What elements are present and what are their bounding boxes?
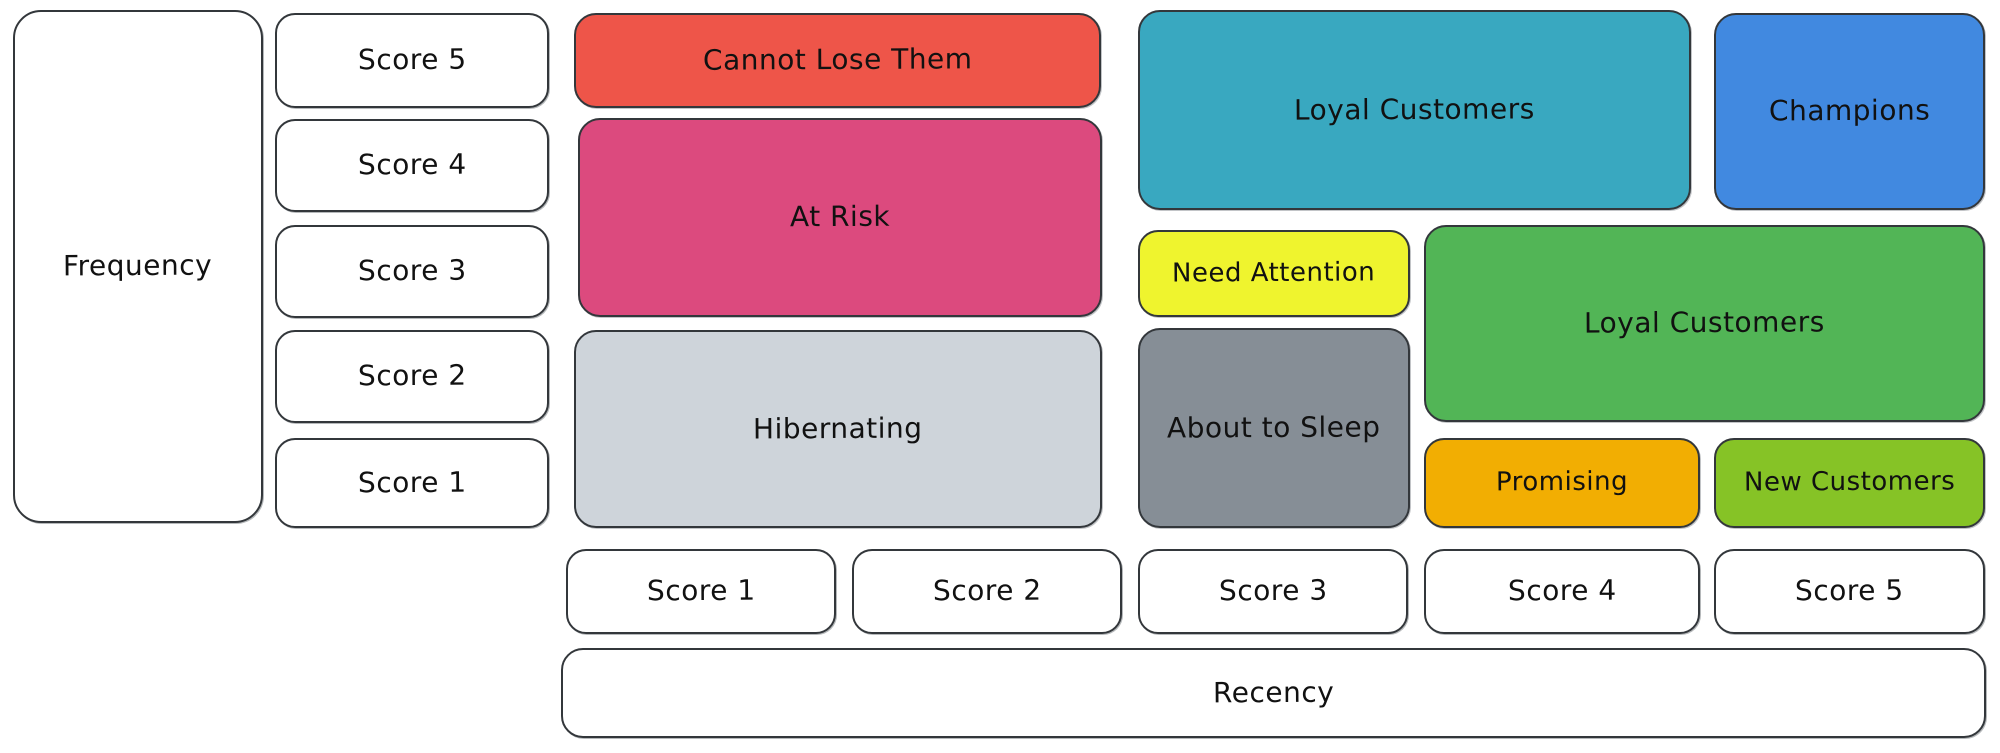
segment-at-risk: At Risk (578, 118, 1102, 317)
recency-score-4-box: Score 4 (1424, 549, 1700, 634)
segment-about-to-sleep-label: About to Sleep (1167, 410, 1381, 445)
recency-score-1-box: Score 1 (566, 549, 836, 634)
frequency-score-5-label: Score 5 (357, 43, 467, 77)
segment-loyal-customers-teal: Loyal Customers (1138, 10, 1691, 210)
frequency-score-4-box: Score 4 (275, 119, 549, 212)
segment-hibernating-label: Hibernating (753, 411, 923, 446)
segment-need-attention: Need Attention (1138, 230, 1410, 317)
recency-axis-label: Recency (1212, 675, 1335, 710)
segment-at-risk-label: At Risk (789, 200, 891, 234)
recency-score-2-label: Score 2 (932, 574, 1042, 608)
segment-hibernating: Hibernating (574, 330, 1102, 528)
segment-new-customers: New Customers (1714, 438, 1985, 528)
recency-score-3-label: Score 3 (1218, 574, 1328, 608)
segment-cannot-lose-them-label: Cannot Lose Them (702, 42, 973, 78)
frequency-score-1-box: Score 1 (275, 438, 549, 528)
recency-axis-box: Recency (561, 648, 1986, 738)
segment-need-attention-label: Need Attention (1172, 257, 1376, 289)
frequency-score-2-box: Score 2 (275, 330, 549, 423)
frequency-score-3-box: Score 3 (275, 225, 549, 318)
recency-score-3-box: Score 3 (1138, 549, 1408, 634)
frequency-axis-label: Frequency (63, 249, 213, 283)
segment-new-customers-label: New Customers (1743, 466, 1956, 498)
recency-score-5-box: Score 5 (1714, 549, 1985, 634)
segment-promising-label: Promising (1495, 466, 1629, 498)
segment-promising: Promising (1424, 438, 1700, 528)
frequency-score-3-label: Score 3 (357, 254, 467, 288)
segment-about-to-sleep: About to Sleep (1138, 328, 1410, 528)
recency-score-2-box: Score 2 (852, 549, 1122, 634)
frequency-score-5-box: Score 5 (275, 13, 549, 108)
segment-loyal-customers-green: Loyal Customers (1424, 225, 1985, 422)
segment-champions-label: Champions (1768, 93, 1931, 128)
recency-score-5-label: Score 5 (1795, 574, 1904, 608)
frequency-score-2-label: Score 2 (357, 359, 467, 393)
recency-score-1-label: Score 1 (646, 574, 756, 608)
recency-score-4-label: Score 4 (1507, 574, 1617, 608)
frequency-score-1-label: Score 1 (357, 465, 467, 500)
frequency-axis-box: Frequency (13, 10, 263, 523)
segment-loyal-customers-green-label: Loyal Customers (1584, 305, 1825, 341)
segment-loyal-customers-teal-label: Loyal Customers (1294, 92, 1535, 127)
segment-champions: Champions (1714, 13, 1985, 210)
frequency-score-4-label: Score 4 (357, 148, 467, 182)
segment-cannot-lose-them: Cannot Lose Them (574, 13, 1101, 108)
